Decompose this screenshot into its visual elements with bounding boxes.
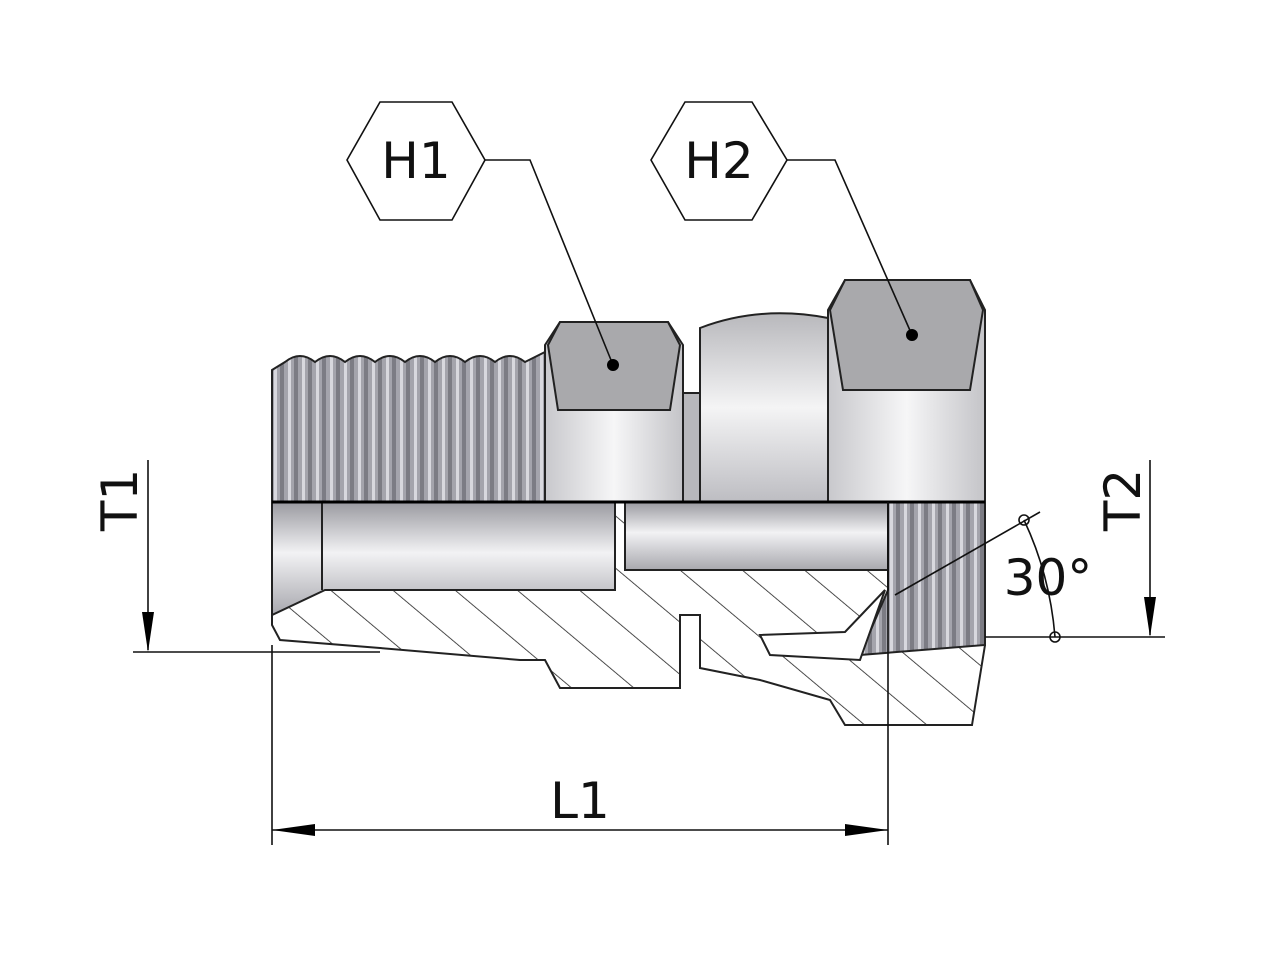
swivel-body	[699, 312, 829, 503]
hex-nut-2	[827, 279, 986, 503]
hex-label-h1: H1	[346, 101, 619, 371]
l1-label: L1	[550, 772, 610, 830]
h2-label: H2	[684, 132, 753, 190]
angle-label: 30°	[1004, 549, 1093, 607]
l1-dimension: L1	[271, 502, 889, 845]
hex-label-h2: H2	[650, 101, 918, 341]
hex-nut-1	[544, 321, 684, 503]
angle-dimension: 30°	[894, 511, 1093, 643]
h1-label: H1	[381, 132, 450, 190]
t2-label: T2	[1094, 469, 1152, 532]
neck	[682, 392, 702, 503]
t1-label: T1	[91, 469, 149, 532]
male-thread	[271, 350, 546, 503]
t1-dimension: T1	[91, 460, 380, 653]
cross-section	[271, 501, 986, 726]
t2-dimension: T2	[985, 460, 1165, 638]
